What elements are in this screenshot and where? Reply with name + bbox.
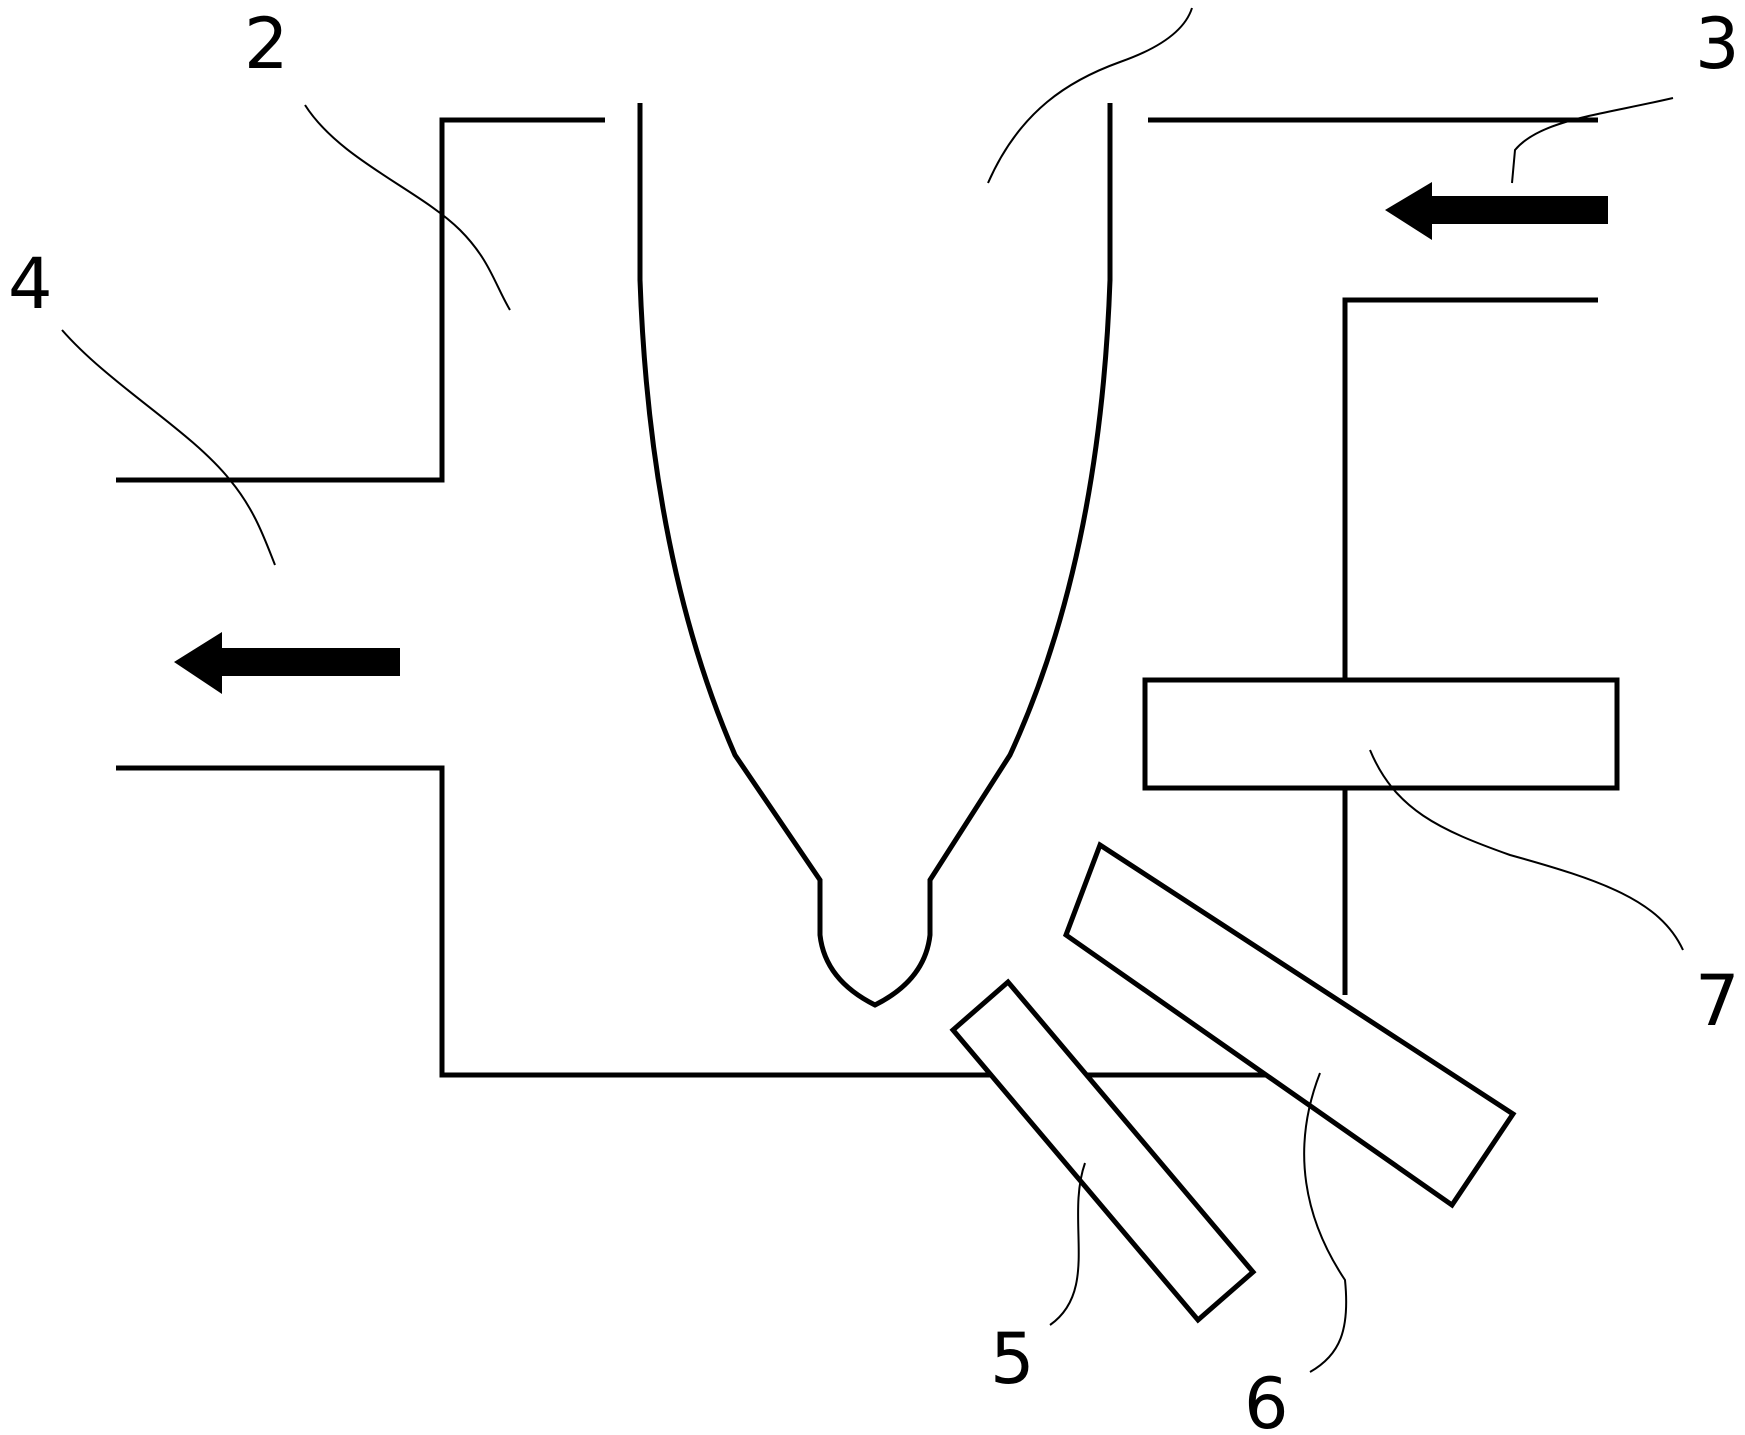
leader-line-3 bbox=[1511, 97, 1674, 184]
vessel-leader-line bbox=[987, 7, 1193, 184]
inlet-arrow-icon bbox=[1385, 182, 1608, 240]
inlet-lower-wall bbox=[1342, 297, 1598, 680]
component-5-box bbox=[949, 978, 1257, 1324]
component-6-box bbox=[1062, 841, 1517, 1209]
reference-numeral-3: 3 bbox=[1695, 3, 1740, 85]
leader-line-5 bbox=[1049, 1162, 1086, 1326]
leader-line-4 bbox=[61, 329, 276, 566]
outlet-arrow-icon bbox=[174, 632, 400, 694]
leader-line-7 bbox=[1369, 749, 1684, 951]
reference-numeral-4: 4 bbox=[8, 243, 53, 325]
reference-numeral-7: 7 bbox=[1695, 960, 1740, 1042]
chamber-bottom-left-wall bbox=[116, 765, 1280, 1078]
reference-numeral-2: 2 bbox=[244, 3, 289, 85]
reference-numeral-5: 5 bbox=[990, 1318, 1035, 1400]
chamber-top-left-wall bbox=[116, 117, 605, 483]
reference-numeral-6: 6 bbox=[1244, 1363, 1289, 1435]
leader-line-2 bbox=[304, 104, 511, 311]
crucible-vessel bbox=[637, 103, 1113, 1008]
leader-line-6 bbox=[1303, 1072, 1348, 1373]
